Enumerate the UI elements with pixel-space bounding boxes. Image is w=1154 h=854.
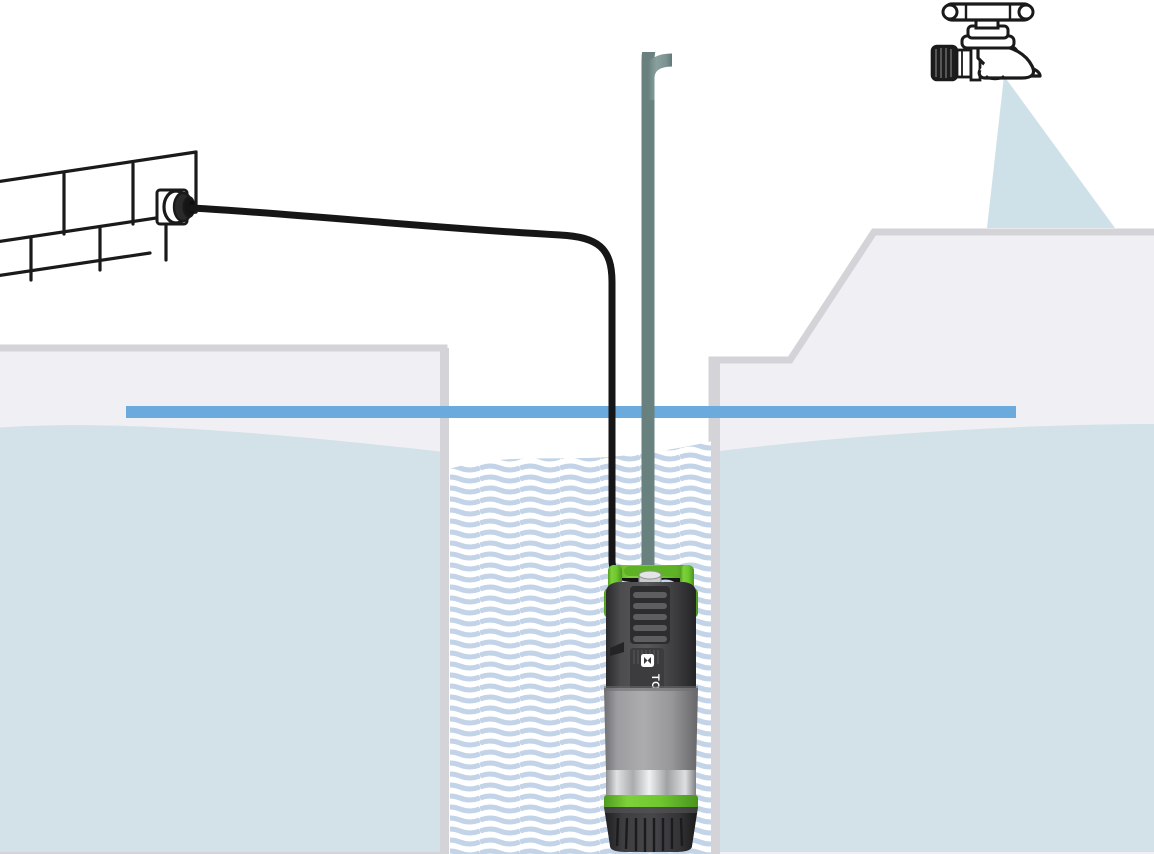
pump-steel-band — [606, 770, 696, 798]
pump-inlet-slots — [615, 817, 684, 852]
pump-vent-slots — [630, 586, 670, 644]
garden-tap[interactable] — [930, 2, 1042, 82]
brick-wall — [0, 150, 198, 282]
discharge-hose-elbow — [641, 53, 673, 100]
water-spray-cone — [987, 76, 1115, 228]
water-body-left — [0, 425, 444, 852]
tap-handle[interactable] — [941, 2, 1035, 22]
pump-motor-shell — [604, 688, 698, 772]
pump-side-lug — [610, 642, 624, 656]
water-body-right — [712, 424, 1154, 852]
submersible-pump[interactable]: TOOLCRAFT — [604, 565, 698, 852]
shaft-wall-right — [711, 360, 720, 854]
pump-green-ring — [604, 795, 698, 809]
tap-spout — [977, 44, 1036, 80]
hose-coupling-nut — [930, 44, 959, 82]
water-level-line — [126, 406, 1016, 418]
shaft-wall-left — [440, 348, 449, 854]
toolcraft-logo-mark — [641, 654, 654, 667]
